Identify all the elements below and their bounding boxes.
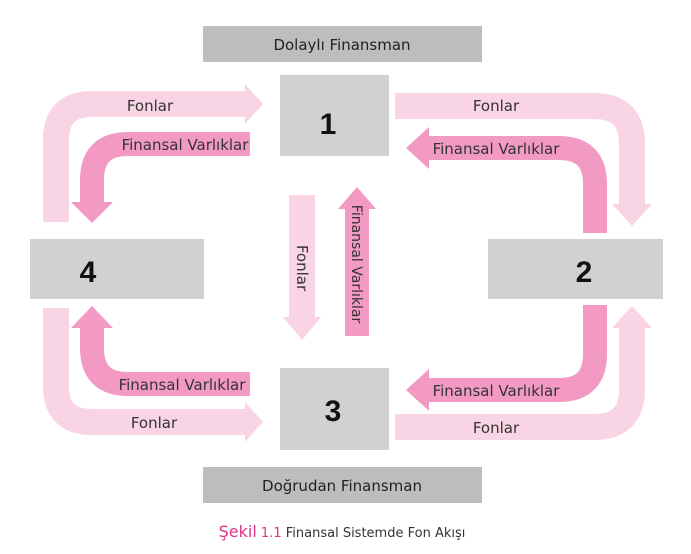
label-bottom-right-funds: Fonlar	[473, 419, 520, 437]
arrow-bottom-right-funds	[395, 306, 652, 440]
label-center-assets: Finansal Varlıklar	[348, 205, 364, 324]
indirect-finance-label: Dolaylı Finansman	[273, 36, 410, 54]
arrow-top-right-funds	[395, 93, 652, 226]
label-top-left-funds: Fonlar	[127, 97, 174, 115]
arrow-top-right-assets	[406, 127, 607, 233]
node-4-box	[30, 239, 204, 299]
arrow-top-left-funds	[43, 84, 263, 222]
node-3-box	[280, 368, 389, 450]
label-center-funds: Fonlar	[293, 245, 311, 292]
caption-prefix: Şekil	[219, 522, 257, 541]
label-top-right-funds: Fonlar	[473, 97, 520, 115]
arrow-bottom-left-funds	[43, 308, 263, 442]
arrow-top-left-assets	[71, 132, 250, 223]
indirect-finance-box	[203, 26, 482, 62]
arrow-bottom-right-assets	[406, 305, 607, 411]
label-bottom-left-assets: Finansal Varlıklar	[119, 376, 247, 394]
arrow-center-funds	[283, 195, 321, 340]
arrow-center-assets	[338, 187, 376, 336]
node-2-box	[488, 239, 663, 299]
label-bottom-right-assets: Finansal Varlıklar	[433, 382, 561, 400]
direct-finance-label: Doğrudan Finansman	[262, 477, 422, 495]
direct-finance-box	[203, 467, 482, 503]
figure-caption: Şekil 1.1 Finansal Sistemde Fon Akışı	[219, 522, 466, 541]
label-bottom-left-funds: Fonlar	[131, 414, 178, 432]
node-1-box	[280, 75, 389, 156]
node-1-number: 1	[320, 108, 337, 141]
node-2-number: 2	[576, 256, 593, 289]
node-3-number: 3	[325, 395, 342, 428]
caption-number: 1.1	[261, 526, 282, 541]
node-4-number: 4	[80, 256, 97, 289]
label-top-left-assets: Finansal Varlıklar	[122, 136, 250, 154]
caption-text: Finansal Sistemde Fon Akışı	[286, 526, 466, 541]
label-top-right-assets: Finansal Varlıklar	[433, 140, 561, 158]
arrow-bottom-left-assets	[71, 306, 250, 396]
